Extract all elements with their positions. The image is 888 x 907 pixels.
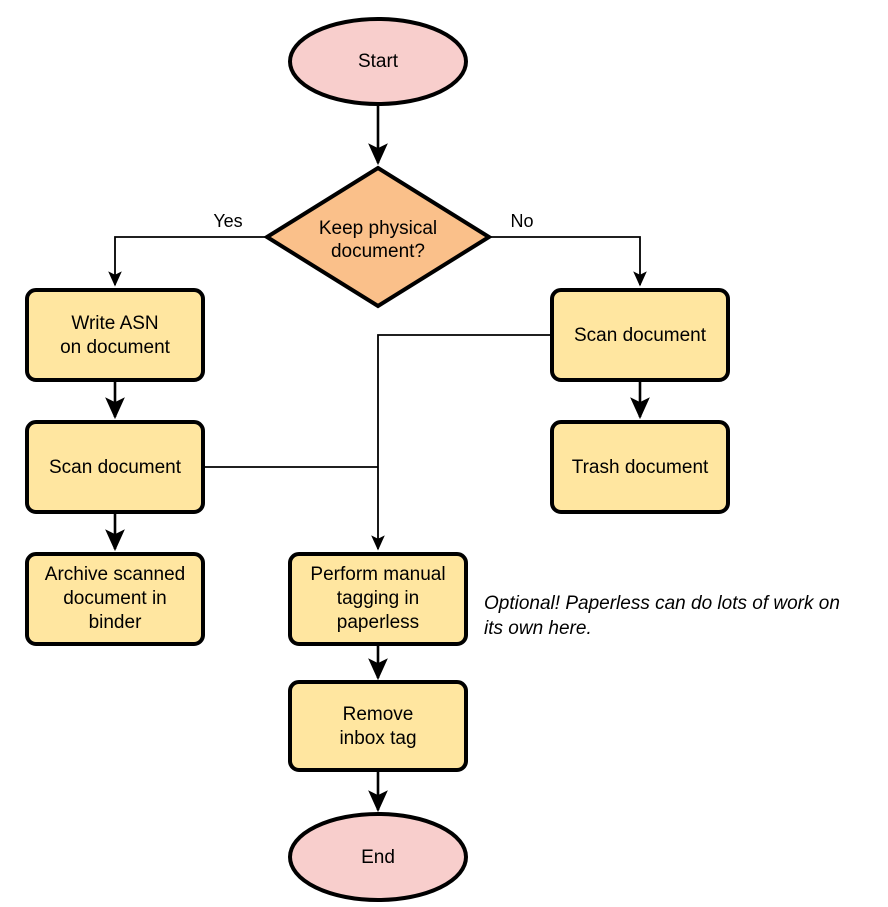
start-label: Start	[358, 51, 399, 72]
scan-document-left-box	[25, 420, 205, 514]
archive-label-line-1: Archive scanned	[45, 564, 185, 585]
node-perform-manual-tagging[interactable]: Perform manual tagging in paperless	[288, 552, 468, 646]
write-asn-label-line-1: Write ASN	[71, 313, 158, 334]
remove-inbox-box	[288, 680, 468, 772]
node-remove-inbox-tag[interactable]: Remove inbox tag	[288, 680, 468, 772]
tagging-label-line-2: tagging in	[337, 588, 419, 609]
decision-label-line-1: Keep physical	[319, 218, 437, 239]
scan-document-right-label: Scan document	[574, 325, 707, 346]
archive-label-line-2: document in	[63, 588, 167, 609]
node-end[interactable]: End	[288, 812, 468, 902]
decision-diamond	[263, 165, 493, 309]
node-decision-keep-physical-document[interactable]: Keep physical document?	[263, 165, 493, 309]
node-trash-document[interactable]: Trash document	[550, 420, 730, 514]
write-asn-box	[25, 288, 205, 382]
write-asn-label-line-2: on document	[60, 337, 171, 358]
annotation-optional-note: Optional! Paperless can do lots of work …	[484, 593, 840, 639]
scan-document-right-box	[550, 288, 730, 382]
remove-inbox-label-line-1: Remove	[343, 704, 414, 725]
node-archive-scanned-document[interactable]: Archive scanned document in binder	[25, 552, 205, 646]
node-write-asn-on-document[interactable]: Write ASN on document	[25, 288, 205, 382]
tagging-label-line-3: paperless	[337, 612, 419, 633]
node-scan-document-right[interactable]: Scan document	[550, 288, 730, 382]
edge-decision-yes-to-write-asn	[108, 236, 268, 287]
archive-label-line-3: binder	[89, 612, 142, 633]
edge-decision-no-to-scan-right	[490, 236, 647, 287]
tagging-box	[288, 552, 468, 646]
remove-inbox-label-line-2: inbox tag	[339, 728, 416, 749]
edge-scan-right-to-tagging	[371, 334, 552, 551]
edge-label-yes: Yes	[213, 211, 242, 231]
node-start[interactable]: Start	[288, 17, 468, 106]
archive-box	[25, 552, 205, 646]
annotation-line-2: its own here.	[484, 618, 592, 639]
annotation-line-1: Optional! Paperless can do lots of work …	[484, 593, 840, 614]
trash-document-box	[550, 420, 730, 514]
scan-document-left-label: Scan document	[49, 457, 182, 478]
decision-label-line-2: document?	[331, 241, 425, 262]
trash-document-label: Trash document	[572, 457, 709, 478]
end-ellipse	[288, 812, 468, 902]
end-label: End	[361, 847, 395, 868]
tagging-label-line-1: Perform manual	[310, 564, 445, 585]
start-ellipse	[288, 17, 468, 106]
node-scan-document-left[interactable]: Scan document	[25, 420, 205, 514]
edge-label-no: No	[510, 211, 533, 231]
